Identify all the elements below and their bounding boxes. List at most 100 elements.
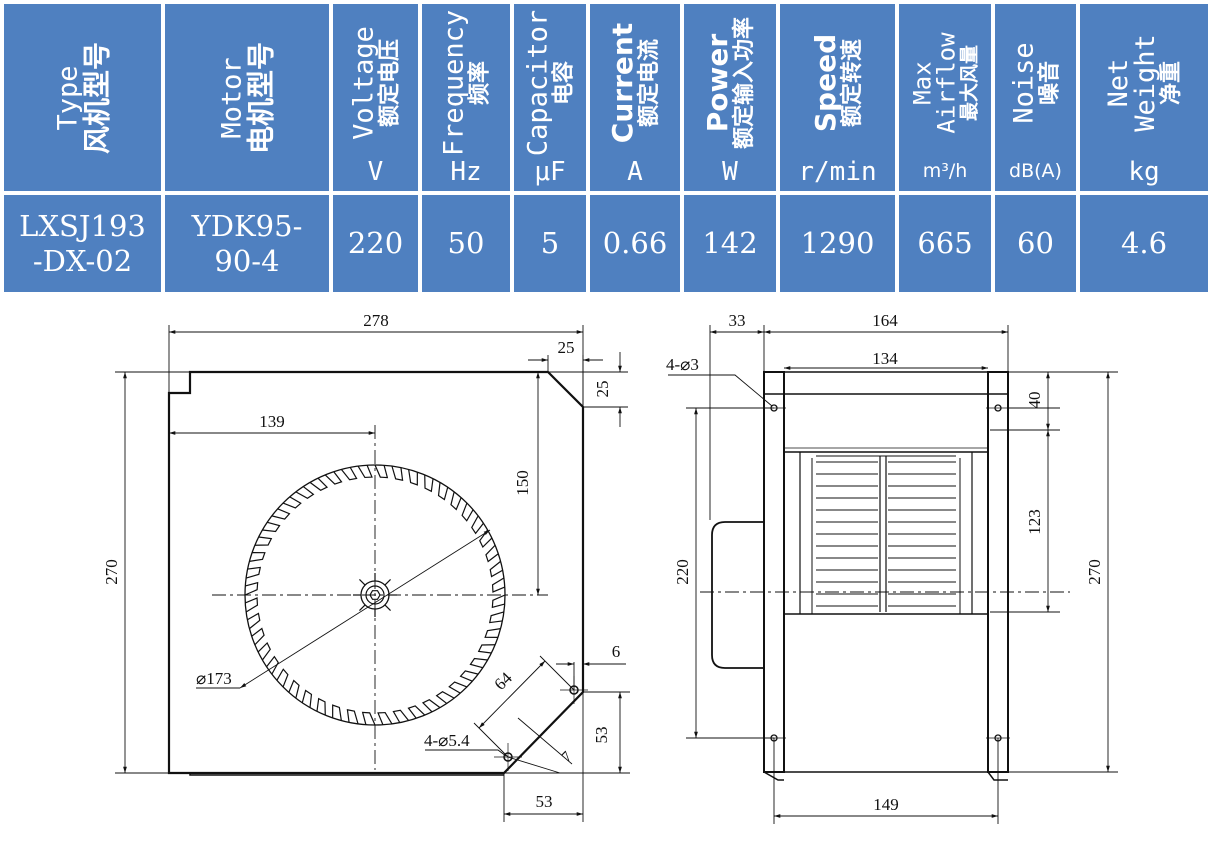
fan-blade (295, 486, 315, 499)
fan-blade (407, 705, 426, 719)
header-weight-en1: Net (1103, 58, 1134, 107)
fan-blade (276, 668, 289, 688)
dim-side-top-offset: 40 (1025, 392, 1044, 409)
fan-blade (257, 641, 271, 661)
fan-blade (392, 709, 410, 723)
header-frequency-en: Frequency (438, 9, 470, 156)
header-noise-unit: dB(A) (1009, 160, 1062, 182)
fan-blade (471, 515, 484, 535)
fan-blade (488, 611, 505, 624)
fan-blade (391, 465, 404, 482)
header-airflow-en1: Max (908, 60, 937, 105)
cell-motor: YDK95- 90-4 (165, 195, 329, 292)
fan-blade (374, 464, 389, 479)
header-frequency-cn: 频率 (467, 60, 493, 105)
cell-noise: 60 (995, 195, 1076, 292)
header-airflow-unit: m³/h (922, 160, 968, 182)
dim-side-hole-span: 220 (673, 559, 692, 585)
header-row: Type 风机型号 Motor 电机型号 Voltage 额定电压 V Freq… (4, 4, 1208, 191)
header-power-cn: 额定输入功率 (732, 16, 757, 149)
dim-front-outlet-w: 53 (536, 792, 553, 811)
cell-motor-line2: 90-4 (214, 243, 280, 278)
header-airflow: Max Airflow 最大风量 m³/h (899, 4, 991, 191)
fan-blade (288, 679, 300, 699)
header-type: Type 风机型号 (4, 4, 161, 191)
header-airflow-cn: 最大风量 (958, 44, 981, 121)
cell-type: LXSJ193 -DX-02 (4, 195, 161, 292)
front-housing-outline (167, 370, 585, 775)
fan-blade (491, 594, 506, 609)
header-weight: Net Weight 净重 kg (1080, 4, 1208, 191)
fan-blade (316, 697, 326, 716)
cell-speed: 1290 (780, 195, 895, 292)
hub-spoke (384, 604, 391, 611)
header-current-cn: 额定电流 (637, 38, 662, 127)
dim-front-corner-side: 25 (593, 381, 612, 398)
cell-airflow: 665 (899, 195, 991, 292)
dim-side-inner: 134 (872, 349, 898, 368)
dim-front-wheel-dia: ⌀173 (196, 669, 232, 688)
header-motor-cn: 电机型号 (244, 41, 278, 154)
header-weight-en2: Weight (1130, 33, 1161, 132)
fan-blade (435, 691, 455, 704)
technical-drawing: 278 25 25 270 139 150 ⌀173 6 64 4-⌀5.4 7… (102, 311, 1118, 824)
fan-blade (245, 566, 262, 579)
fan-blade (244, 581, 259, 596)
header-speed-cn: 额定转速 (839, 38, 865, 127)
dim-side-height: 270 (1085, 559, 1104, 585)
dim-side-depth: 164 (872, 311, 898, 330)
cell-capacitor: 5 (514, 195, 586, 292)
header-power: Power 额定输入功率 W (684, 4, 776, 191)
header-capacitor: Capacitor 电容 μF (514, 4, 586, 191)
fan-blade (361, 711, 376, 726)
header-voltage-cn: 额定电压 (377, 38, 402, 127)
fan-blade (448, 681, 468, 694)
dim-front-corner-top: 25 (558, 338, 575, 357)
dim-front-holes: 4-⌀5.4 (424, 731, 470, 750)
fan-blade (437, 482, 449, 501)
fan-blade (421, 699, 441, 713)
dim-side-left: 33 (729, 311, 746, 330)
header-frequency: Frequency 频率 Hz (422, 4, 510, 191)
header-motor: Motor 电机型号 (165, 4, 329, 191)
cell-type-line1: LXSJ193 (19, 208, 146, 243)
dim-front-outlet-inset: 7 (559, 749, 576, 766)
dim-front-outlet-h: 53 (592, 727, 611, 744)
header-voltage: Voltage 额定电压 V (333, 4, 418, 191)
dim-front-width: 278 (363, 311, 389, 330)
fan-blade (489, 560, 503, 578)
cell-current: 0.66 (590, 195, 680, 292)
fan-blade (301, 689, 313, 708)
fan-blade (245, 597, 259, 613)
header-voltage-unit: V (367, 157, 384, 187)
fan-blade (309, 477, 329, 491)
header-voltage-en: Voltage (348, 25, 379, 140)
header-speed-en: Speed (808, 33, 842, 132)
fan-blade (461, 502, 474, 522)
fan-blade (357, 465, 373, 479)
fan-blade (324, 471, 343, 485)
cell-power: 142 (684, 195, 776, 292)
header-type-en: Type (52, 64, 83, 131)
fan-blade (424, 474, 434, 493)
header-capacitor-en: Capacitor (522, 9, 554, 156)
side-view: 33 164 134 4-⌀3 40 123 220 270 149 (666, 311, 1118, 824)
hub-spoke (359, 579, 366, 586)
header-frequency-unit: Hz (450, 157, 482, 187)
front-view: 278 25 25 270 139 150 ⌀173 6 64 4-⌀5.4 7… (102, 311, 630, 822)
header-capacitor-unit: μF (534, 157, 566, 187)
header-speed-unit: r/min (798, 157, 877, 187)
fan-blade (491, 577, 505, 593)
header-speed: Speed 额定转速 r/min (780, 4, 895, 191)
dim-side-base-w: 149 (873, 795, 899, 814)
fan-blade (340, 467, 358, 481)
cell-voltage: 220 (333, 195, 418, 292)
cell-frequency: 50 (422, 195, 510, 292)
data-row: LXSJ193 -DX-02 YDK95- 90-4 220 50 5 0.66… (4, 195, 1208, 292)
fan-blade (408, 469, 418, 486)
header-type-cn: 风机型号 (80, 41, 113, 154)
header-power-en: Power (701, 33, 734, 132)
dim-front-hole-offset: 6 (612, 642, 621, 661)
header-weight-cn: 净重 (1159, 60, 1184, 105)
fan-blade (271, 508, 291, 520)
